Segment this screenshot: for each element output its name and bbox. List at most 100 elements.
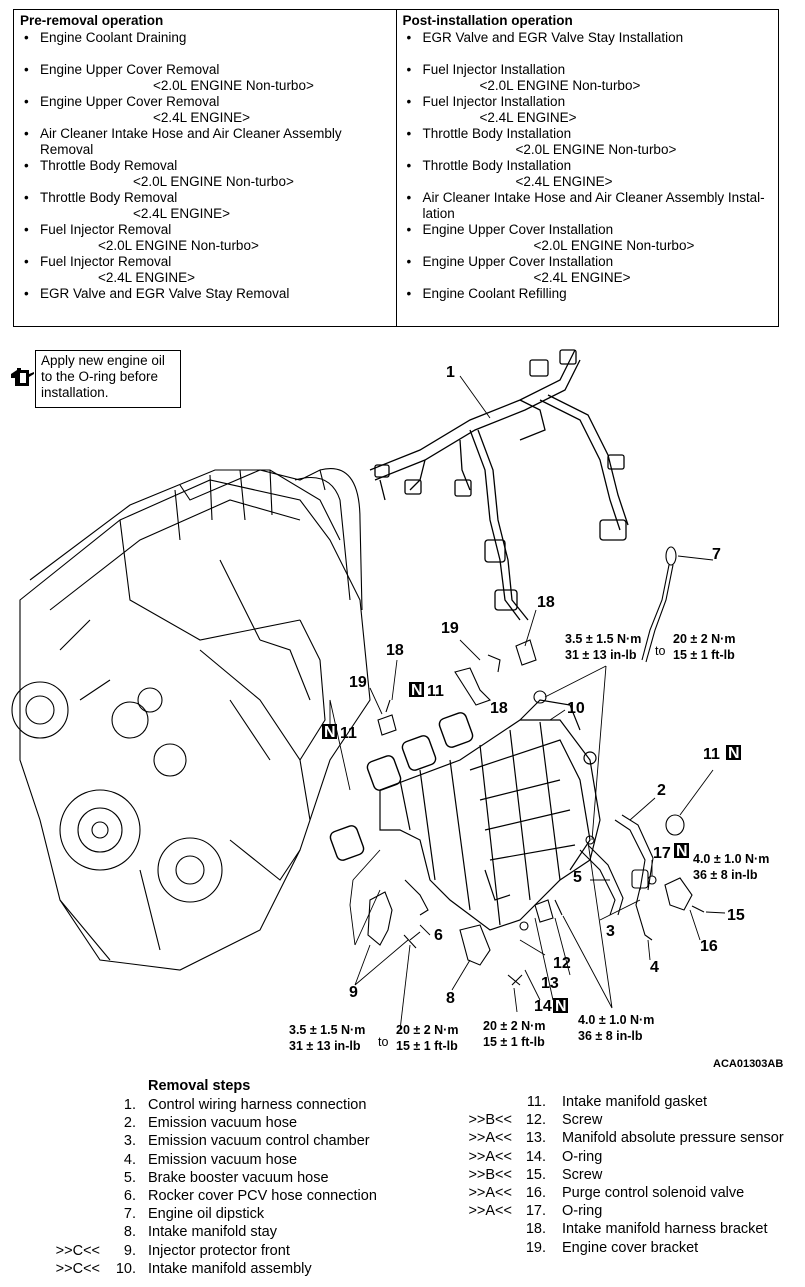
- removal-step: 3.Emission vacuum control chamber: [123, 1133, 370, 1150]
- pre-removal-item: Fuel Injector Removal<2.4L ENGINE>: [20, 254, 390, 286]
- removal-step: >>A<<13.Manifold absolute pressure senso…: [468, 1130, 784, 1147]
- n-marker-box: [553, 998, 568, 1013]
- pre-removal-list: Engine Coolant Draining Engine Upper Cov…: [20, 30, 390, 302]
- callout-3: 3: [606, 923, 615, 940]
- callout-19-left: 19: [349, 674, 367, 691]
- removal-steps-title: Removal steps: [148, 1078, 251, 1094]
- post-installation-item: Engine Coolant Refilling: [403, 286, 773, 302]
- callout-19-top: 19: [441, 620, 459, 637]
- callout-12: 12: [553, 955, 571, 972]
- pre-removal-item: Engine Upper Cover Removal<2.0L ENGINE N…: [20, 62, 390, 94]
- o-ring-note-text: Apply new engine oil to the O-ring befor…: [41, 353, 165, 400]
- torque-1-d: 15 ± 1 ft-lb: [673, 648, 735, 662]
- torque-1-c: 20 ± 2 N·m: [673, 632, 735, 646]
- callout-11-center: 11: [427, 683, 444, 700]
- callout-7: 7: [712, 546, 721, 563]
- n-marker: N: [555, 998, 567, 1015]
- pre-removal-item: Throttle Body Removal<2.0L ENGINE Non-tu…: [20, 158, 390, 190]
- callout-8: 8: [446, 990, 455, 1007]
- torque-1-to: to: [655, 644, 665, 658]
- post-installation-item: EGR Valve and EGR Valve Stay Installatio…: [403, 30, 773, 62]
- post-installation-item: Fuel Injector Installation<2.0L ENGINE N…: [403, 62, 773, 94]
- pre-removal-item: Engine Coolant Draining: [20, 30, 390, 62]
- torque-3-d: 15 ± 1 ft-lb: [396, 1039, 458, 1053]
- torque-specs: 3.5 ± 1.5 N·m 31 ± 13 in-lb to 20 ± 2 N·…: [289, 632, 769, 1053]
- n-marker-box: [726, 745, 741, 760]
- removal-step: 11.Intake manifold gasket: [526, 1094, 708, 1110]
- engine-block-drawing: [11, 468, 371, 971]
- torque-4-b: 15 ± 1 ft-lb: [483, 1035, 545, 1049]
- removal-step: >>B<<12.Screw: [468, 1112, 603, 1129]
- n-marker-box: [322, 724, 337, 739]
- callout-18-top: 18: [537, 594, 555, 611]
- post-installation-item: Engine Upper Cover Installation<2.4L ENG…: [403, 254, 773, 286]
- figure-code: ACA01303AB: [713, 1058, 784, 1070]
- removal-step: >>B<<15.Screw: [468, 1166, 603, 1183]
- removal-step: 1.Control wiring harness connection: [123, 1097, 367, 1113]
- torque-1-b: 31 ± 13 in-lb: [565, 648, 637, 662]
- post-installation-item: Engine Upper Cover Installation<2.0L ENG…: [403, 222, 773, 254]
- exploded-diagram: 1 2 3 4 5 6 7 8 9 10 11 11 11 12 13 14 1…: [11, 349, 769, 1053]
- callout-18-mid: 18: [490, 700, 508, 717]
- n-marker: N: [411, 682, 423, 699]
- pre-removal-item: Throttle Body Removal<2.4L ENGINE>: [20, 190, 390, 222]
- gaskets-drawing: [329, 712, 474, 861]
- post-installation-item: Air Cleaner Intake Hose and Air Cleaner …: [403, 190, 773, 222]
- dipstick-drawing: [641, 546, 677, 663]
- callout-17: 17: [653, 845, 671, 862]
- post-installation-item: Throttle Body Installation<2.0L ENGINE N…: [403, 126, 773, 158]
- callout-9: 9: [349, 984, 358, 1001]
- callout-11-left: 11: [340, 725, 357, 742]
- intake-manifold-drawing: [379, 699, 601, 931]
- removal-step: >>A<<14.O-ring: [468, 1148, 603, 1165]
- callout-15: 15: [727, 907, 745, 924]
- removal-steps-left: 1.Control wiring harness connection 2.Em…: [40, 1096, 420, 1278]
- removal-step: >>C<<9.Injector protector front: [55, 1242, 290, 1259]
- torque-5-b: 36 ± 8 in-lb: [578, 1029, 643, 1043]
- callout-2: 2: [657, 782, 666, 799]
- pre-removal-item: Engine Upper Cover Removal<2.4L ENGINE>: [20, 94, 390, 126]
- n-marker-box: [409, 682, 424, 697]
- removal-step: 2.Emission vacuum hose: [123, 1115, 298, 1132]
- callout-1: 1: [446, 364, 455, 381]
- n-marker: N: [324, 724, 336, 741]
- pre-removal-column: Pre-removal operation Engine Coolant Dra…: [14, 10, 396, 326]
- new-part-markers: N N N N N: [322, 682, 741, 1015]
- torque-5-a: 4.0 ± 1.0 N·m: [578, 1013, 654, 1027]
- callout-labels: 1 2 3 4 5 6 7 8 9 10 11 11 11 12 13 14 1…: [340, 364, 745, 1015]
- callout-5: 5: [573, 869, 582, 886]
- removal-step: 8.Intake manifold stay: [123, 1224, 277, 1241]
- operations-table: Pre-removal operation Engine Coolant Dra…: [13, 9, 779, 327]
- torque-2-b: 36 ± 8 in-lb: [693, 868, 758, 882]
- post-installation-item: Fuel Injector Installation<2.4L ENGINE>: [403, 94, 773, 126]
- wiring-harness-drawing: [369, 349, 629, 621]
- removal-step: 4.Emission vacuum hose: [123, 1151, 298, 1168]
- n-marker: N: [676, 843, 688, 860]
- callout-4: 4: [650, 959, 659, 976]
- removal-step: 7.Engine oil dipstick: [123, 1206, 265, 1223]
- removal-step: 5.Brake booster vacuum hose: [123, 1169, 329, 1186]
- post-installation-list: EGR Valve and EGR Valve Stay Installatio…: [403, 30, 773, 302]
- removal-steps-right: 11.Intake manifold gasket >>B<<12.Screw …: [452, 1093, 802, 1257]
- post-installation-item: Throttle Body Installation<2.4L ENGINE>: [403, 158, 773, 190]
- small-parts-drawing: [367, 639, 705, 986]
- removal-step: >>A<<17.O-ring: [468, 1203, 603, 1220]
- torque-3-a: 3.5 ± 1.5 N·m: [289, 1023, 365, 1037]
- torque-4-a: 20 ± 2 N·m: [483, 1019, 545, 1033]
- oil-can-icon: [11, 368, 34, 386]
- torque-2-a: 4.0 ± 1.0 N·m: [693, 852, 769, 866]
- callout-18-left: 18: [386, 642, 404, 659]
- post-installation-title: Post-installation operation: [402, 13, 573, 28]
- removal-step: 19.Engine cover bracket: [525, 1239, 699, 1256]
- n-marker-box: [674, 843, 689, 858]
- n-marker: N: [728, 745, 740, 762]
- callout-13: 13: [541, 975, 559, 992]
- callout-6: 6: [434, 927, 443, 944]
- removal-step: 6.Rocker cover PCV hose connection: [123, 1187, 377, 1204]
- post-installation-column: Post-installation operation EGR Valve an…: [395, 10, 779, 326]
- callout-10: 10: [567, 700, 585, 717]
- removal-step: >>C<<10.Intake manifold assembly: [55, 1260, 312, 1277]
- torque-3-b: 31 ± 13 in-lb: [289, 1039, 361, 1053]
- callout-11-right: 11: [703, 746, 720, 763]
- removal-step: 18.Intake manifold harness bracket: [525, 1221, 768, 1238]
